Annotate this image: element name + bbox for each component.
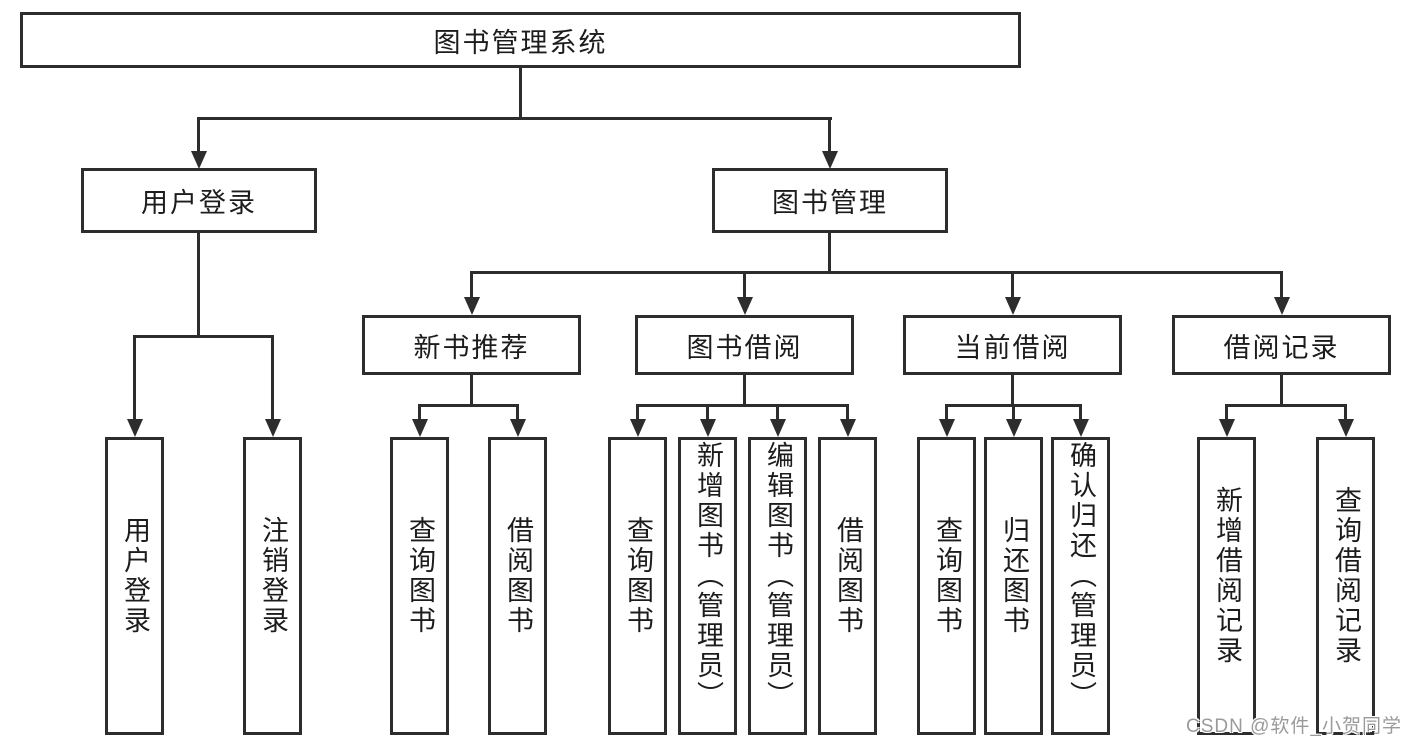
connector-line (470, 375, 473, 406)
node-current-borrowing: 当前借阅 (903, 315, 1122, 375)
arrowhead-down-icon (700, 419, 716, 437)
leaf-query-borrow-record: 查询借阅记录 (1316, 437, 1375, 735)
connector-line (1079, 404, 1082, 419)
arrowhead-down-icon (630, 419, 646, 437)
connector-line (418, 404, 519, 407)
node-new-book-recommend: 新书推荐 (362, 315, 581, 375)
arrowhead-down-icon (1005, 297, 1021, 315)
arrowhead-down-icon (1219, 419, 1235, 437)
connector-line (1280, 271, 1283, 298)
arrowhead-down-icon (1274, 297, 1290, 315)
arrowhead-down-icon (510, 419, 526, 437)
connector-line (1225, 404, 1228, 419)
node-label: 用户登录 (120, 516, 150, 636)
node-label: 编辑图书（管理员） (763, 441, 793, 711)
connector-line (636, 404, 849, 407)
node-label: 查询图书 (932, 516, 962, 636)
node-label: 注销登录 (258, 516, 288, 636)
leaf-borrow-books-borrowing: 借阅图书 (818, 437, 877, 735)
node-label: 归还图书 (999, 516, 1029, 636)
connector-line (1011, 375, 1014, 406)
node-label: 图书管理 (772, 188, 888, 218)
connector-line (133, 335, 136, 419)
arrowhead-down-icon (822, 151, 838, 169)
leaf-user-login: 用户登录 (105, 437, 164, 735)
node-label: 新书推荐 (413, 332, 530, 363)
arrowhead-down-icon (770, 419, 786, 437)
connector-line (516, 404, 519, 419)
connector-line (133, 335, 274, 338)
leaf-borrow-books-recommend: 借阅图书 (488, 437, 547, 735)
connector-line (197, 117, 200, 151)
connector-line (519, 68, 522, 118)
node-label: 查询图书 (623, 516, 653, 636)
arrowhead-down-icon (737, 297, 753, 315)
node-label: 借阅记录 (1223, 332, 1340, 363)
leaf-add-book-admin: 新增图书（管理员） (678, 437, 737, 735)
watermark: CSDN @软件_小贺同学 (1186, 716, 1402, 737)
connector-line (828, 117, 831, 151)
node-label: 新增图书（管理员） (693, 441, 723, 711)
node-user-login: 用户登录 (81, 168, 317, 233)
connector-line (271, 335, 274, 419)
connector-line (197, 233, 200, 336)
leaf-confirm-return-admin: 确认归还（管理员） (1051, 437, 1110, 735)
arrowhead-down-icon (191, 151, 207, 169)
connector-line (470, 271, 473, 298)
node-label: 图书借阅 (686, 332, 803, 363)
node-book-management: 图书管理 (712, 168, 948, 233)
node-label: 查询借阅记录 (1331, 486, 1361, 666)
arrowhead-down-icon (1338, 419, 1354, 437)
connector-line (1012, 404, 1015, 419)
leaf-query-books-recommend: 查询图书 (390, 437, 449, 735)
node-label: 新增借阅记录 (1212, 486, 1242, 666)
connector-line (776, 404, 779, 419)
leaf-add-borrow-record: 新增借阅记录 (1197, 437, 1256, 735)
arrowhead-down-icon (1006, 419, 1022, 437)
arrowhead-down-icon (127, 419, 143, 437)
connector-line (1280, 375, 1283, 406)
leaf-query-books-borrowing: 查询图书 (608, 437, 667, 735)
node-label: 确认归还（管理员） (1066, 441, 1096, 711)
connector-line (197, 117, 832, 120)
arrowhead-down-icon (1073, 419, 1089, 437)
arrowhead-down-icon (939, 419, 955, 437)
connector-line (1011, 271, 1014, 298)
node-label: 当前借阅 (954, 332, 1071, 363)
leaf-logout: 注销登录 (243, 437, 302, 735)
leaf-query-books-current: 查询图书 (917, 437, 976, 735)
connector-line (418, 404, 421, 419)
arrowhead-down-icon (464, 297, 480, 315)
connector-line (846, 404, 849, 419)
node-label: 借阅图书 (833, 516, 863, 636)
connector-line (1225, 404, 1347, 407)
node-label: 图书管理系统 (433, 27, 608, 58)
connector-line (828, 233, 831, 274)
node-library-system: 图书管理系统 (20, 12, 1021, 68)
connector-line (945, 404, 948, 419)
connector-line (706, 404, 709, 419)
arrowhead-down-icon (840, 419, 856, 437)
leaf-edit-book-admin: 编辑图书（管理员） (748, 437, 807, 735)
connector-line (743, 375, 746, 406)
leaf-return-books: 归还图书 (984, 437, 1043, 735)
connector-line (1344, 404, 1347, 419)
node-label: 查询图书 (405, 516, 435, 636)
arrowhead-down-icon (265, 419, 281, 437)
connector-line (636, 404, 639, 419)
connector-line (470, 271, 1283, 274)
node-label: 用户登录 (141, 188, 257, 218)
node-label: 借阅图书 (503, 516, 533, 636)
node-borrowing-records: 借阅记录 (1172, 315, 1391, 375)
arrowhead-down-icon (412, 419, 428, 437)
connector-line (743, 271, 746, 298)
node-book-borrowing: 图书借阅 (635, 315, 854, 375)
